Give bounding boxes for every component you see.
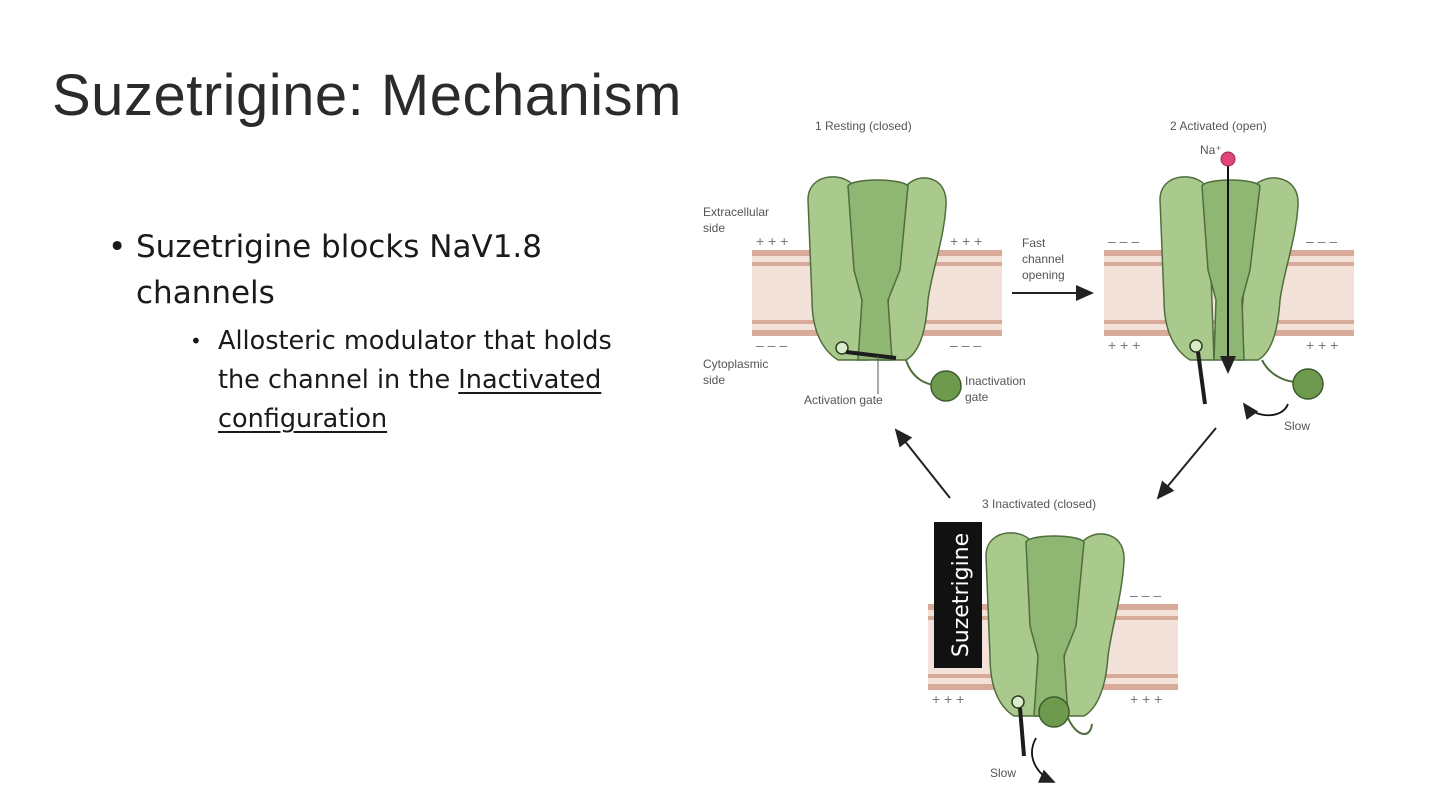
bullet-item: Suzetrigine blocks NaV1.8 channels <box>108 224 628 316</box>
svg-text:+ + +: + + + <box>1108 337 1140 353</box>
fast-opening-label-line3: opening <box>1022 268 1065 282</box>
inactivation-gate-label-line1: Inactivation <box>965 374 1026 388</box>
svg-text:+ + +: + + + <box>1306 337 1338 353</box>
svg-text:+ + +: + + + <box>1130 691 1162 707</box>
svg-text:– – –: – – – <box>1108 233 1139 249</box>
underlined-term: Inactivated configuration <box>218 365 602 434</box>
channel-activated <box>1159 151 1324 420</box>
sub-bullet-text: Allosteric modulator that holds the chan… <box>218 326 612 395</box>
arrow-inactivated-to-resting <box>894 428 951 499</box>
extracellular-label-line2: side <box>703 221 725 235</box>
suzetrigine-drug-marker: Suzetrigine <box>934 522 982 668</box>
sub-bullet-item: Allosteric modulator that holds the chan… <box>190 322 648 439</box>
fast-opening-label-line1: Fast <box>1022 236 1046 250</box>
inactivation-gate-ball <box>930 370 962 402</box>
state-3-title: 3 Inactivated (closed) <box>982 497 1096 511</box>
inactivation-gate-ball <box>1038 696 1070 728</box>
cytoplasmic-label-line2: side <box>703 373 725 387</box>
activation-gate-hinge <box>835 341 849 355</box>
arrow-activated-to-inactivated <box>1156 427 1217 500</box>
state-2-title: 2 Activated (open) <box>1170 119 1267 133</box>
inactivation-gate-label-line2: gate <box>965 390 989 404</box>
sodium-ion-label: Na⁺ <box>1200 143 1222 157</box>
slow-label-inactivated: Slow <box>990 766 1016 780</box>
svg-text:– – –: – – – <box>756 337 787 353</box>
svg-text:+ + +: + + + <box>950 233 982 249</box>
channel-resting <box>807 176 962 402</box>
sodium-ion <box>1220 151 1236 167</box>
activation-gate-hinge <box>1189 339 1203 353</box>
slow-label-activated: Slow <box>1284 419 1310 433</box>
svg-text:– – –: – – – <box>950 337 981 353</box>
svg-text:– – –: – – – <box>1130 587 1161 603</box>
cytoplasmic-label-line1: Cytoplasmic <box>703 357 768 371</box>
svg-text:+ + +: + + + <box>756 233 788 249</box>
activation-gate-label: Activation gate <box>804 393 883 407</box>
activation-gate-hinge <box>1011 695 1025 709</box>
inactivation-gate-ball <box>1292 368 1324 400</box>
state-1-title: 1 Resting (closed) <box>815 119 912 133</box>
extracellular-label-line1: Extracellular <box>703 205 769 219</box>
channel-inactivated <box>985 532 1125 783</box>
slide-title: Suzetrigine: Mechanism <box>52 63 682 128</box>
fast-opening-label-line2: channel <box>1022 252 1064 266</box>
svg-text:+ + +: + + + <box>932 691 964 707</box>
bullet-list: Suzetrigine blocks NaV1.8 channels Allos… <box>108 224 628 439</box>
drug-label: Suzetrigine <box>949 533 974 657</box>
svg-text:– – –: – – – <box>1306 233 1337 249</box>
